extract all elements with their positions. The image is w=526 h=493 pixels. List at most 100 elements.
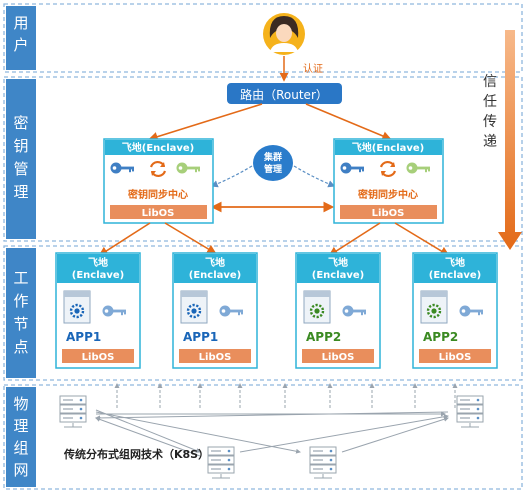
router-node: 路由（Router） <box>227 83 342 104</box>
network-link <box>341 416 449 453</box>
key-to-worker-link <box>394 222 450 256</box>
user-node: 认证 <box>263 13 323 82</box>
key-to-worker-link <box>98 222 151 257</box>
app-label: APP1 <box>66 330 101 344</box>
key-icon <box>219 305 243 317</box>
server-icon <box>59 395 87 428</box>
user-avatar-icon <box>269 16 299 52</box>
layer-frame <box>3 76 523 242</box>
cluster-link-right <box>293 165 336 188</box>
libos-bar <box>110 205 207 219</box>
enclave-title: (Enclave) <box>72 270 125 281</box>
router-box <box>227 83 342 104</box>
key-sync-center-label: 密钥同步中心 <box>358 188 418 201</box>
libos-label: LibOS <box>142 208 175 219</box>
app-window-icon <box>303 290 331 324</box>
layer-key-management: 密 钥 管 理 <box>3 76 523 242</box>
server-cluster <box>59 395 484 479</box>
key-to-worker-link <box>164 222 217 254</box>
enclave-title: (Enclave) <box>189 270 242 281</box>
sync-icon <box>379 160 397 178</box>
key-to-worker-link <box>328 222 381 257</box>
cluster-link-left <box>210 165 253 188</box>
cluster-management: 集群 管理 <box>210 145 336 188</box>
layer-label-char: 用 <box>13 14 28 32</box>
router-to-enclave-right <box>305 103 392 141</box>
libos-label: LibOS <box>82 352 115 363</box>
layer-label-char: 节 <box>13 315 28 333</box>
router-to-enclave-left <box>148 103 263 142</box>
network-link <box>95 411 301 454</box>
layer-label-char: 物 <box>13 395 28 413</box>
enclave-title: (Enclave) <box>429 270 482 281</box>
enclave-title: 飞地(Enclave) <box>352 141 425 154</box>
enclave-header <box>105 140 212 155</box>
libos-bar <box>340 205 437 219</box>
network-links <box>95 383 458 457</box>
enclave-header <box>57 254 139 283</box>
app-window-icon <box>180 290 208 324</box>
enclave-title: (Enclave) <box>312 270 365 281</box>
layer-label-box <box>6 6 36 70</box>
app-label: APP2 <box>306 330 341 344</box>
key-icon <box>406 162 430 174</box>
key-enclave-right: 飞地(Enclave) 密钥同步中心 LibOS <box>333 138 444 224</box>
layer-label-char: 理 <box>13 183 28 201</box>
trust-label-char: 任 <box>483 94 497 110</box>
trust-transfer: 信 任 传 递 <box>483 30 522 250</box>
layer-label-char: 理 <box>13 417 28 435</box>
libos-bar <box>419 349 491 363</box>
trust-label-char: 递 <box>483 134 497 150</box>
server-icon <box>456 395 484 428</box>
cluster-label: 管理 <box>264 163 282 175</box>
cluster-bubble <box>253 145 293 181</box>
cluster-label: 集群 <box>263 151 282 163</box>
key-enclave-left: 飞地(Enclave) 密钥同步中心 LibOS <box>103 138 214 224</box>
libos-label: LibOS <box>322 352 355 363</box>
layer-label-box <box>6 79 36 239</box>
network-link <box>95 417 201 457</box>
worker-enclaves: 飞地(Enclave)APP1LibOS飞地(Enclave)APP1LibOS… <box>55 252 498 369</box>
enclave-header <box>414 254 496 283</box>
key-icon <box>459 305 483 317</box>
enclave-header <box>335 140 442 155</box>
enclave-title: 飞地 <box>88 256 108 269</box>
layer-label-char: 密 <box>13 114 28 132</box>
enclave-title: 飞地 <box>328 256 348 269</box>
layer-label-char: 户 <box>13 36 28 54</box>
network-label: 传统分布式组网技术（K8S） <box>63 447 209 461</box>
layer-user: 用 户 <box>3 3 523 73</box>
key-icon <box>340 162 364 174</box>
layer-label-char: 管 <box>13 160 28 178</box>
enclave-header <box>174 254 256 283</box>
layer-physical-network: 物 理 组 网 <box>3 384 523 490</box>
layer-label-char: 网 <box>13 461 28 479</box>
key-sync-center-label: 密钥同步中心 <box>128 188 188 201</box>
app-window-icon <box>63 290 91 324</box>
app-label: APP1 <box>183 330 218 344</box>
trust-arrow <box>498 30 522 250</box>
enclave-title: 飞地(Enclave) <box>122 141 195 154</box>
libos-label: LibOS <box>439 352 472 363</box>
trust-label-char: 信 <box>483 74 497 90</box>
libos-label: LibOS <box>372 208 405 219</box>
libos-bar <box>302 349 374 363</box>
layer-label-box <box>6 248 36 378</box>
libos-bar <box>179 349 251 363</box>
app-label: APP2 <box>423 330 458 344</box>
key-icon <box>176 162 200 174</box>
network-link <box>95 411 449 421</box>
layer-label-char: 钥 <box>13 137 28 155</box>
sync-icon <box>149 160 167 178</box>
layer-worker-nodes: 工 作 节 点 <box>3 245 523 381</box>
enclave-header <box>297 254 379 283</box>
network-link <box>239 414 449 453</box>
server-icon <box>309 446 337 479</box>
layer-label-char: 工 <box>13 269 28 287</box>
